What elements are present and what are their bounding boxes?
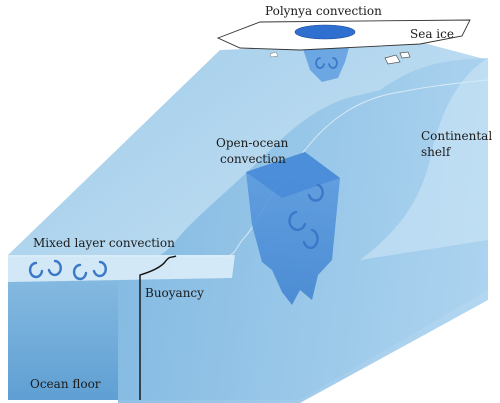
eddy-icon: [307, 183, 324, 202]
eddy-icon: [315, 57, 325, 69]
open-ocean-plume: [246, 152, 340, 305]
eddy-icon: [328, 57, 338, 69]
ice-floe: [384, 54, 401, 65]
ice-floe: [399, 51, 411, 59]
label-buoyancy: Buoyancy: [145, 286, 204, 300]
polynya-opening: [294, 24, 356, 40]
label-ocean-floor: Ocean floor: [30, 377, 101, 391]
label-continental-1: Continental: [421, 129, 492, 143]
basin-front-face: [8, 255, 118, 400]
ice-floe: [269, 51, 279, 58]
eddy-icon: [288, 210, 307, 231]
mixed-layer-band: [8, 255, 235, 282]
shelf-step: [10, 79, 489, 257]
polynya-plume: [302, 44, 350, 82]
eddy-icon: [72, 263, 88, 281]
plume-top-face: [246, 152, 340, 198]
label-continental-2: shelf: [421, 145, 452, 159]
eddy-icon: [28, 261, 44, 279]
buoyancy-profile: [139, 255, 177, 400]
label-mixed-layer: Mixed layer convection: [33, 236, 175, 250]
eddy-icon: [92, 260, 107, 278]
continental-shelf-ramp: [360, 58, 488, 260]
eddy-icon: [302, 228, 319, 249]
sea-ice: [216, 19, 471, 65]
ocean-block: [8, 42, 489, 403]
eddy-icon: [47, 259, 62, 277]
label-open-ocean-1: Open-ocean: [216, 136, 289, 150]
mixed-layer-eddies: [28, 259, 107, 281]
label-open-ocean-2: convection: [220, 152, 286, 166]
label-polynya-convection: Polynya convection: [265, 4, 382, 18]
label-sea-ice: Sea ice: [410, 27, 454, 41]
